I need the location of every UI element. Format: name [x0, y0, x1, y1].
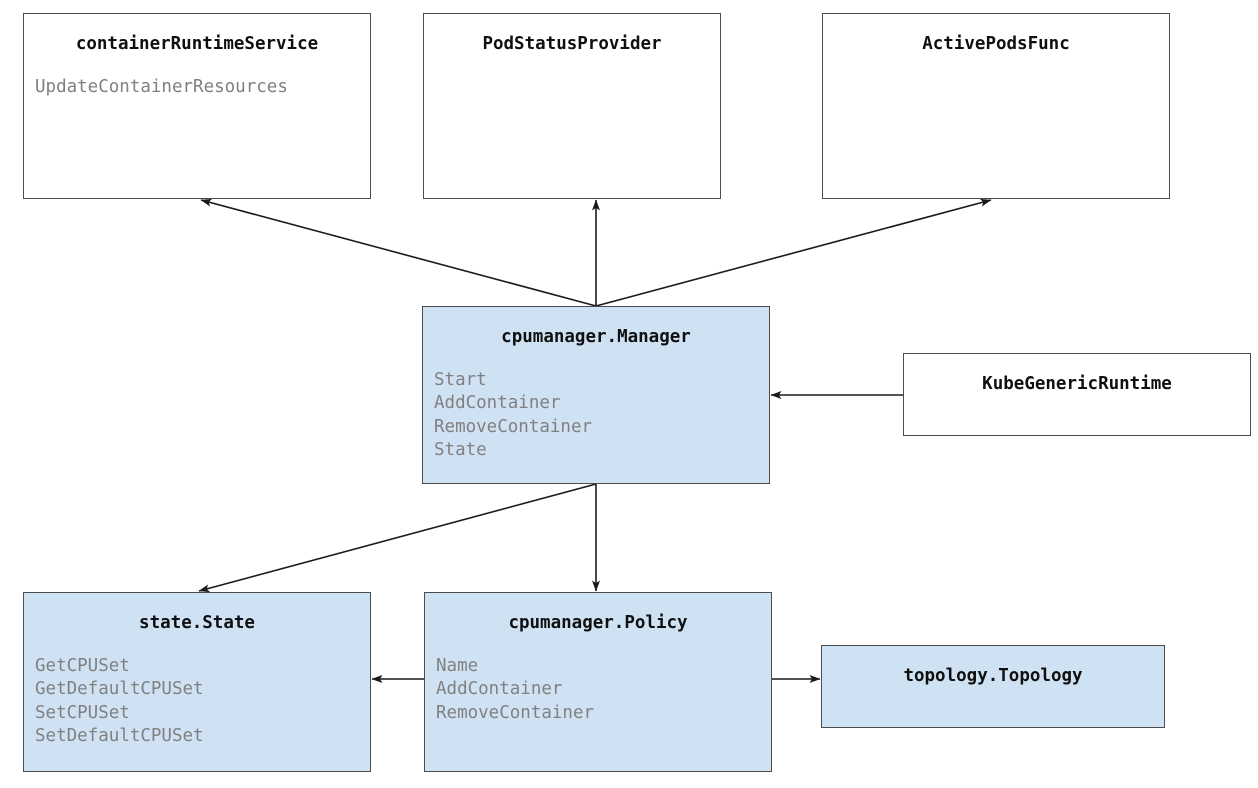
- node-members-containerRuntimeService: UpdateContainerResources: [35, 76, 370, 99]
- node-title-containerRuntimeService: containerRuntimeService: [75, 34, 319, 54]
- node-member: SetCPUSet: [35, 702, 130, 723]
- edge-manager-to-stateState: [198, 483, 597, 593]
- node-title-KubeGenericRuntime: KubeGenericRuntime: [982, 374, 1172, 394]
- edges-group: [198, 198, 992, 683]
- node-KubeGenericRuntime[interactable]: KubeGenericRuntime: [903, 353, 1251, 436]
- node-title-PodStatusProvider: PodStatusProvider: [482, 34, 662, 54]
- node-title-topologyTopology: topology.Topology: [903, 666, 1083, 686]
- node-member: State: [434, 439, 487, 460]
- node-member: AddContainer: [436, 679, 563, 700]
- node-PodStatusProvider[interactable]: PodStatusProvider: [423, 13, 721, 199]
- node-member: Start: [434, 370, 487, 390]
- node-member: UpdateContainerResources: [35, 77, 288, 97]
- node-member: RemoveContainer: [434, 416, 593, 437]
- node-title-cpumanagerManager: cpumanager.Manager: [501, 327, 691, 347]
- node-title-ActivePodsFunc: ActivePodsFunc: [922, 34, 1070, 54]
- node-title-stateState: state.State: [139, 613, 255, 633]
- node-member: GetCPUSet: [35, 656, 130, 676]
- node-member: Name: [436, 656, 479, 676]
- node-ActivePodsFunc[interactable]: ActivePodsFunc: [822, 13, 1170, 199]
- edge-manager-to-containerRuntimeService: [200, 198, 597, 307]
- node-topologyTopology[interactable]: topology.Topology: [821, 645, 1165, 728]
- node-member: GetDefaultCPUSet: [35, 679, 204, 700]
- node-member: AddContainer: [434, 393, 561, 414]
- node-member: RemoveContainer: [436, 702, 595, 723]
- edge-manager-to-activePodsFunc: [595, 198, 992, 307]
- node-member: SetDefaultCPUSet: [35, 725, 204, 746]
- node-title-cpumanagerPolicy: cpumanager.Policy: [508, 613, 688, 633]
